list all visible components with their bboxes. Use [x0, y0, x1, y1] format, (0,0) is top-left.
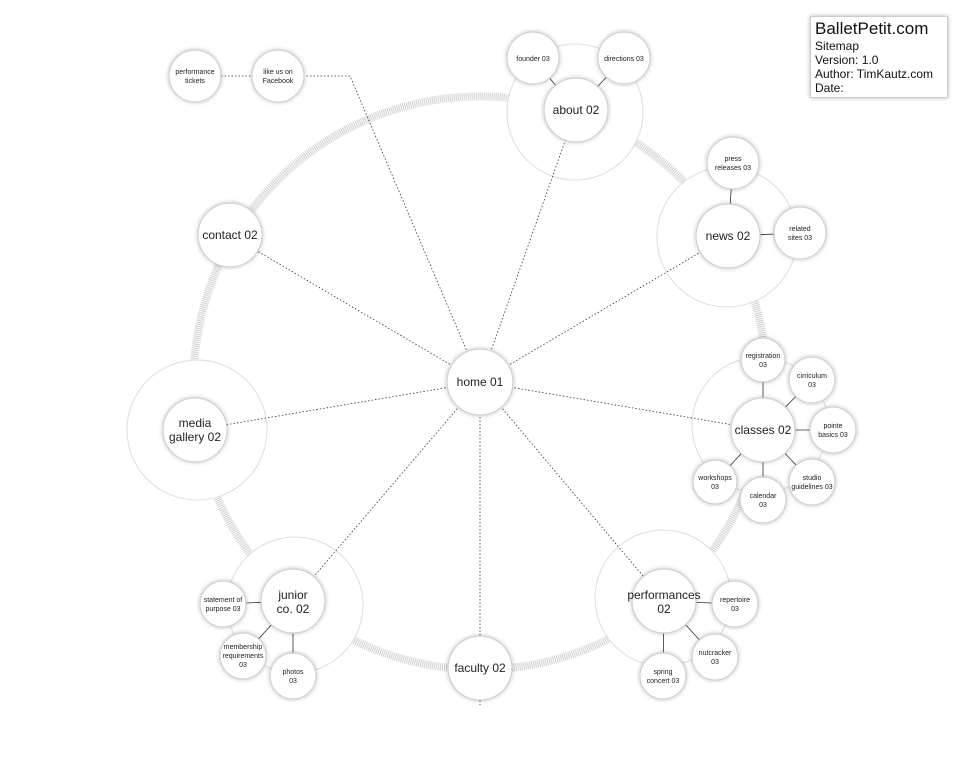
- doc-type: Sitemap: [815, 39, 860, 53]
- site-title: BalletPetit.com: [815, 19, 929, 38]
- node-classes[interactable]: classes 02: [730, 397, 796, 463]
- node-founder[interactable]: founder 03: [506, 31, 560, 85]
- node-home[interactable]: home 01: [446, 348, 514, 416]
- info-box: BalletPetit.com Sitemap Version: 1.0 Aut…: [810, 16, 948, 98]
- date: Date:: [815, 81, 844, 95]
- node-news[interactable]: news 02: [695, 203, 761, 269]
- node-label: faculty 02: [454, 661, 506, 675]
- node-about[interactable]: about 02: [543, 77, 609, 143]
- node-directions[interactable]: directions 03: [597, 31, 651, 85]
- node-label: news 02: [706, 229, 751, 243]
- author: Author: TimKautz.com: [815, 67, 934, 81]
- node-label: about 02: [553, 103, 600, 117]
- node-label: classes 02: [735, 423, 792, 437]
- node-contact[interactable]: contact 02: [197, 202, 263, 268]
- node-label: home 01: [457, 375, 504, 389]
- node-label: founder 03: [516, 56, 550, 63]
- version: Version: 1.0: [815, 53, 879, 67]
- node-label: contact 02: [202, 228, 258, 242]
- node-label: directions 03: [604, 56, 644, 63]
- node-faculty[interactable]: faculty 02: [447, 635, 513, 701]
